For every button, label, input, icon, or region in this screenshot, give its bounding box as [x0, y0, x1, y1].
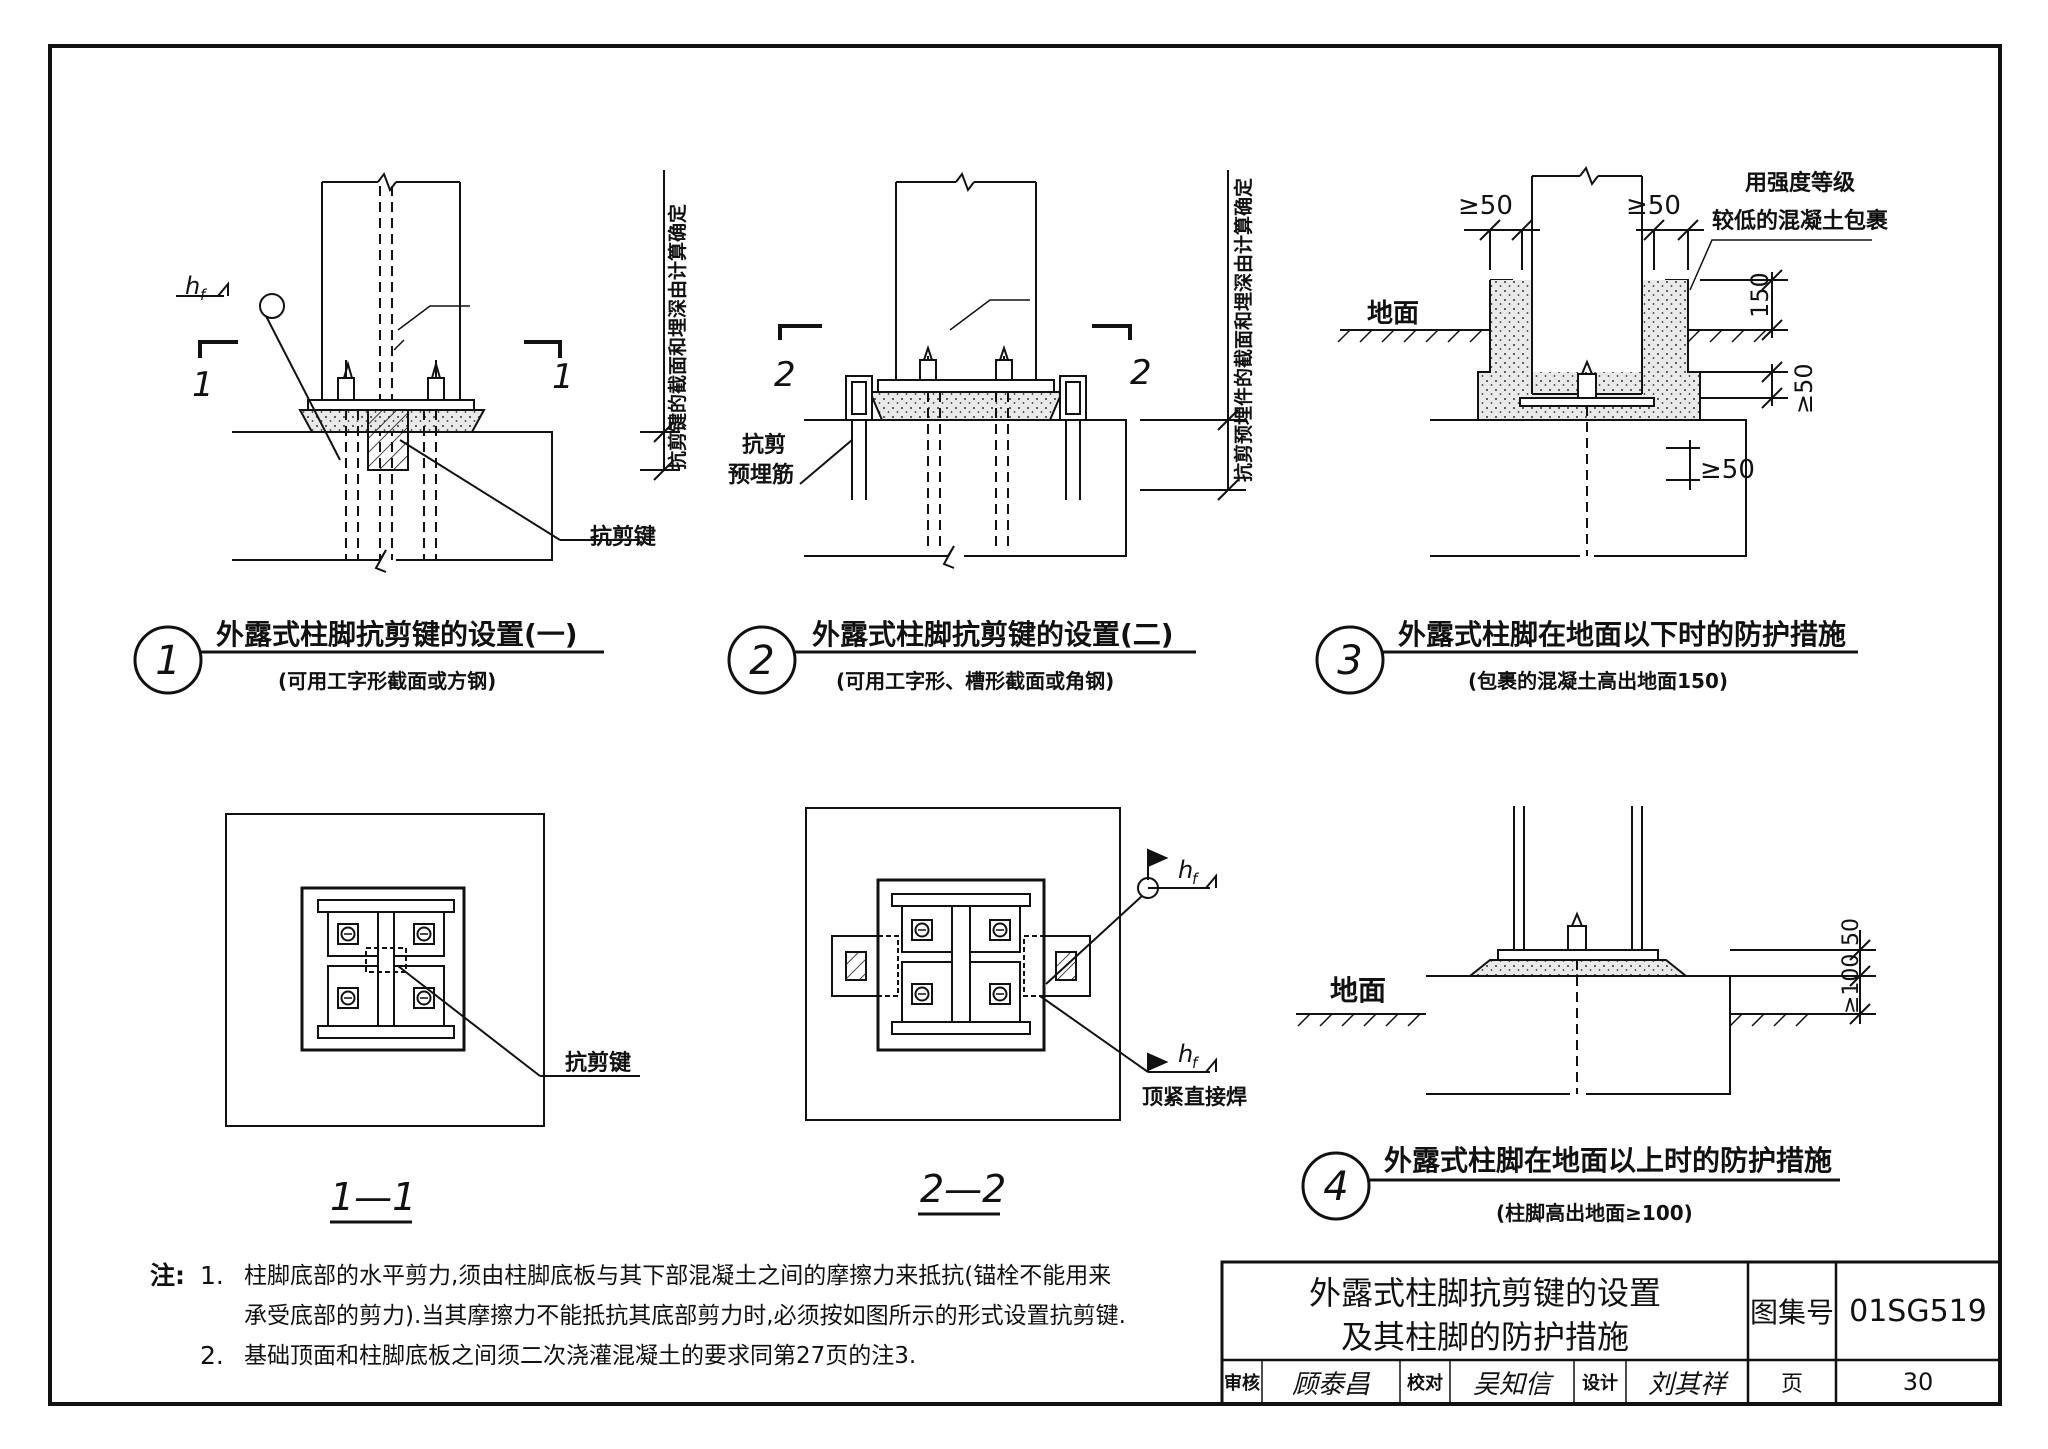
detail-2-embed-label-1: 抗剪	[742, 432, 786, 458]
section-2-2-weld-f-top: f	[1192, 870, 1200, 888]
detail-3-number: 3	[1337, 638, 1362, 684]
note-1-line-2: 承受底部的剪力).当其摩擦力不能抵抗其底部剪力时,必须按如图所示的形式设置抗剪键…	[244, 1303, 1126, 1329]
section-1-1-label: 1—1	[330, 1175, 416, 1219]
detail-4-ground-label: 地面	[1330, 974, 1386, 1007]
detail-1-number: 1	[155, 638, 180, 684]
title-block-page-label: 页	[1780, 1372, 1803, 1397]
detail-1-subtitle: (可用工字形截面或方钢)	[278, 669, 496, 693]
detail-2-section-right: 2	[1130, 353, 1152, 393]
detail-2-vertical-note: 抗剪预埋件的截面和埋深由计算确定	[1232, 178, 1255, 482]
section-2-2-label: 2—2	[920, 1167, 1006, 1211]
detail-4-caption: 4 外露式柱脚在地面以上时的防护措施 (柱脚高出地面≥100)	[1301, 1144, 1840, 1225]
detail-1-drawing	[176, 170, 680, 573]
title-block-checker-signature: 吴知信	[1472, 1369, 1551, 1400]
detail-3-drawing	[1337, 165, 1872, 557]
section-1-1-drawing	[225, 813, 640, 1127]
detail-1-shear-key-label: 抗剪键	[590, 524, 656, 550]
detail-3-min50-side: ≥50	[1790, 363, 1818, 414]
detail-2-embed-label-2: 预埋筋	[728, 462, 794, 488]
detail-3-concrete-label-2: 较低的混凝土包裹	[1712, 208, 1889, 234]
title-block-check-label: 校对	[1407, 1373, 1443, 1394]
detail-3-ground-label: 地面	[1367, 299, 1419, 329]
title-block-page-no: 30	[1902, 1368, 1934, 1396]
detail-1-weld-f: f	[200, 286, 208, 304]
detail-1-weld-h: h	[185, 272, 200, 300]
section-2-2-weld-h-top: h	[1178, 856, 1193, 884]
detail-3-concrete-label-1: 用强度等级	[1745, 170, 1855, 196]
note-1-line-1: 柱脚底部的水平剪力,须由柱脚底板与其下部混凝土之间的摩擦力来抵抗(锚栓不能用来	[244, 1263, 1112, 1289]
detail-3-dim-150: 150	[1746, 272, 1774, 318]
detail-2-section-left: 2	[774, 355, 796, 395]
detail-3-title: 外露式柱脚在地面以下时的防护措施	[1398, 618, 1846, 651]
title-block-designer-signature: 刘其祥	[1647, 1369, 1726, 1400]
detail-4-subtitle: (柱脚高出地面≥100)	[1496, 1201, 1693, 1225]
title-block-reviewer-signature: 顾泰昌	[1291, 1369, 1370, 1400]
detail-3-min50-bottom: ≥50	[1700, 455, 1755, 485]
detail-1-section-right: 1	[552, 357, 574, 397]
detail-2-subtitle: (可用工字形、槽形截面或角钢)	[836, 669, 1114, 693]
detail-3-caption: 3 外露式柱脚在地面以下时的防护措施 (包裹的混凝土高出地面150)	[1315, 618, 1858, 695]
note-2-line-1: 基础顶面和柱脚底板之间须二次浇灌混凝土的要求同第27页的注3.	[244, 1343, 917, 1369]
section-2-2-weld-h-bottom: h	[1178, 1040, 1193, 1068]
title-block-title-line2: 及其柱脚的防护措施	[1340, 1318, 1629, 1356]
detail-4-dim-50: 50	[1839, 918, 1864, 946]
detail-1-section-left: 1	[192, 365, 214, 405]
title-block-design-label: 设计	[1582, 1373, 1618, 1394]
title-block-review-label: 审核	[1224, 1373, 1260, 1394]
detail-3-min50-left: ≥50	[1458, 191, 1513, 221]
detail-4-number: 4	[1323, 1164, 1348, 1210]
detail-4-drawing	[1296, 806, 1876, 1095]
section-1-1-shear-key-label: 抗剪键	[565, 1050, 631, 1076]
detail-2-caption: 2 外露式柱脚抗剪键的设置(二) (可用工字形、槽形截面或角钢)	[727, 618, 1196, 695]
title-block-title-line1: 外露式柱脚抗剪键的设置	[1308, 1274, 1661, 1312]
section-2-2-weld-f-bottom: f	[1192, 1054, 1200, 1072]
detail-3-subtitle: (包裹的混凝土高出地面150)	[1468, 669, 1728, 693]
note-2-number: 2.	[200, 1341, 224, 1370]
notes-prefix: 注:	[150, 1261, 185, 1290]
detail-2-number: 2	[749, 638, 774, 684]
detail-1-vertical-note: 抗剪键的截面和埋深由计算确定	[666, 204, 689, 470]
detail-3-min50-right: ≥50	[1626, 191, 1681, 221]
detail-2-drawing	[778, 170, 1246, 569]
title-block-atlas-no: 01SG519	[1849, 1293, 1987, 1329]
note-1-number: 1.	[200, 1261, 224, 1290]
detail-4-dim-100: ≥100	[1839, 954, 1864, 1014]
detail-4-title: 外露式柱脚在地面以上时的防护措施	[1384, 1144, 1832, 1177]
title-block	[1220, 1260, 2002, 1406]
section-2-2-drawing	[805, 807, 1217, 1121]
detail-1-caption: 1 外露式柱脚抗剪键的设置(一) (可用工字形截面或方钢)	[133, 618, 604, 695]
sheet-border	[48, 44, 2002, 1406]
section-2-2-direct-weld-label: 顶紧直接焊	[1142, 1085, 1247, 1109]
detail-1-title: 外露式柱脚抗剪键的设置(一)	[216, 618, 578, 651]
title-block-atlas-label: 图集号	[1749, 1296, 1834, 1329]
detail-2-title: 外露式柱脚抗剪键的设置(二)	[812, 618, 1174, 651]
